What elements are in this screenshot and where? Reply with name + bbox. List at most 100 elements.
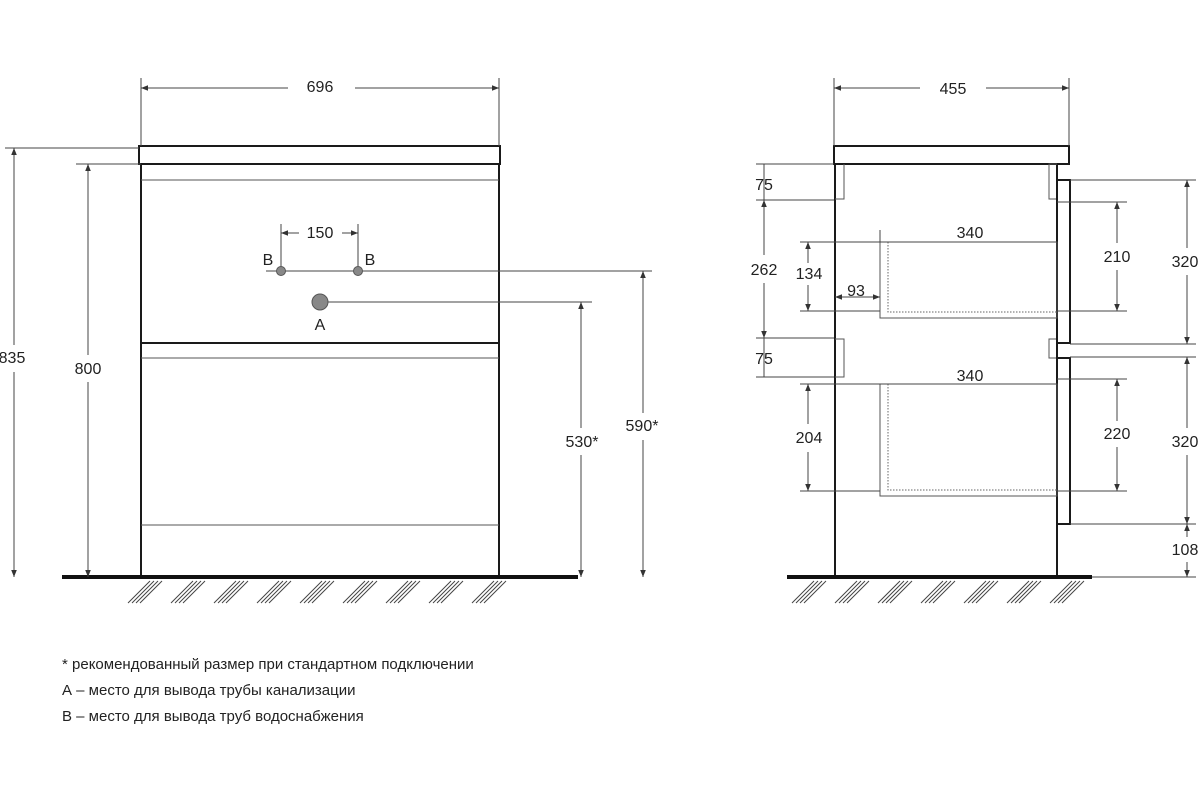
rail-gap-top-label: 75: [755, 177, 773, 194]
hatch-stroke: [135, 580, 159, 604]
hatch-stroke: [1053, 580, 1077, 604]
hatch-stroke: [885, 580, 909, 604]
handle-top-profile: [1048, 163, 1057, 200]
hatch-stroke: [354, 580, 378, 604]
hatch-stroke: [877, 580, 901, 604]
hatch-stroke: [131, 580, 155, 604]
hatch-stroke: [428, 580, 452, 604]
hatch-stroke: [397, 580, 421, 604]
hatch-stroke: [307, 580, 331, 604]
drawer-top-side-label: 210: [1104, 249, 1131, 266]
hatch-stroke: [299, 580, 323, 604]
side-view: 455 75 262 75 134 93 340 340 204: [751, 78, 1199, 604]
hatch-stroke: [268, 580, 292, 604]
notes-block: * рекомендованный размер при стандартном…: [62, 652, 474, 730]
front-view: 696 835 800 150 B B A 530* 590*: [0, 78, 659, 604]
front-top-label: 320: [1172, 254, 1199, 271]
drawer-box-bottom-inner: [887, 384, 1057, 491]
hatch-stroke: [975, 580, 999, 604]
hatch-stroke: [1061, 580, 1085, 604]
hatch-stroke: [217, 580, 241, 604]
hatch-stroke: [389, 580, 413, 604]
hatch-stroke: [221, 580, 245, 604]
floor-hatch-front: [127, 580, 507, 604]
hatch-stroke: [932, 580, 956, 604]
hatch-stroke: [963, 580, 987, 604]
drawer-top-depth-label: 340: [957, 225, 984, 242]
water-pipe-left-point: [276, 266, 286, 276]
hatch-stroke: [182, 580, 206, 604]
front-body-height-label: 800: [75, 361, 102, 378]
hatch-stroke: [920, 580, 944, 604]
hatch-stroke: [842, 580, 866, 604]
water-marker-right: B: [365, 252, 376, 269]
hatch-stroke: [440, 580, 464, 604]
drawer-front-bottom: [1056, 357, 1071, 525]
rail-top-profile: [835, 164, 845, 200]
hatch-stroke: [393, 580, 417, 604]
hatch-stroke: [432, 580, 456, 604]
note-recommended: * рекомендованный размер при стандартном…: [62, 656, 474, 673]
rail-gap-mid-label: 75: [755, 351, 773, 368]
hatch-stroke: [1057, 580, 1081, 604]
hatch-stroke: [795, 580, 819, 604]
pipe-spacing-label: 150: [307, 225, 334, 242]
hatch-stroke: [1014, 580, 1038, 604]
hatch-stroke: [256, 580, 280, 604]
drawer-box-top-inner: [887, 242, 1057, 313]
hatch-stroke: [225, 580, 249, 604]
hatch-stroke: [1018, 580, 1042, 604]
sewer-marker: A: [315, 317, 326, 334]
hatch-stroke: [350, 580, 374, 604]
drawer-bottom-height-label: 204: [796, 430, 823, 447]
hatch-stroke: [264, 580, 288, 604]
hatch-stroke: [791, 580, 815, 604]
hatch-stroke: [967, 580, 991, 604]
countertop-front: [138, 145, 501, 165]
hatch-stroke: [924, 580, 948, 604]
hatch-stroke: [1006, 580, 1030, 604]
hatch-stroke: [170, 580, 194, 604]
hatch-stroke: [838, 580, 862, 604]
drawer-inner-top-height-label: 134: [796, 266, 823, 283]
hatch-stroke: [311, 580, 335, 604]
hatch-stroke: [342, 580, 366, 604]
note-sewer: А – место для вывода трубы канализации: [62, 682, 356, 699]
drawer-offset-label: 93: [847, 283, 865, 300]
hatch-stroke: [1010, 580, 1034, 604]
water-pipe-right-point: [353, 266, 363, 276]
sewer-pipe-point: [311, 293, 329, 311]
hatch-stroke: [260, 580, 284, 604]
hatch-stroke: [803, 580, 827, 604]
hatch-stroke: [483, 580, 507, 604]
hatch-stroke: [178, 580, 202, 604]
countertop-side: [833, 145, 1070, 165]
hatch-stroke: [174, 580, 198, 604]
front-bottom-label: 320: [1172, 434, 1199, 451]
side-depth-label: 455: [940, 81, 967, 98]
front-width-label: 696: [307, 79, 334, 96]
hatch-stroke: [889, 580, 913, 604]
drawer-front-top: [1056, 179, 1071, 344]
water-height-label: 590*: [626, 418, 659, 435]
floor-hatch-side: [791, 580, 1085, 604]
hatch-stroke: [346, 580, 370, 604]
rail-mid-profile: [835, 338, 845, 378]
hatch-stroke: [846, 580, 870, 604]
hatch-stroke: [385, 580, 409, 604]
hatch-stroke: [436, 580, 460, 604]
hatch-stroke: [881, 580, 905, 604]
drawer-bottom-depth-label: 340: [957, 368, 984, 385]
front-total-height-label: 835: [0, 350, 25, 367]
hatch-stroke: [928, 580, 952, 604]
hatch-stroke: [799, 580, 823, 604]
hatch-stroke: [139, 580, 163, 604]
water-marker-left: B: [263, 252, 274, 269]
hatch-stroke: [834, 580, 858, 604]
hatch-stroke: [213, 580, 237, 604]
plinth-label: 108: [1172, 542, 1199, 559]
hatch-stroke: [471, 580, 495, 604]
drawer-box-bottom: [879, 383, 1058, 497]
note-water: В – место для вывода труб водоснабжения: [62, 708, 364, 725]
